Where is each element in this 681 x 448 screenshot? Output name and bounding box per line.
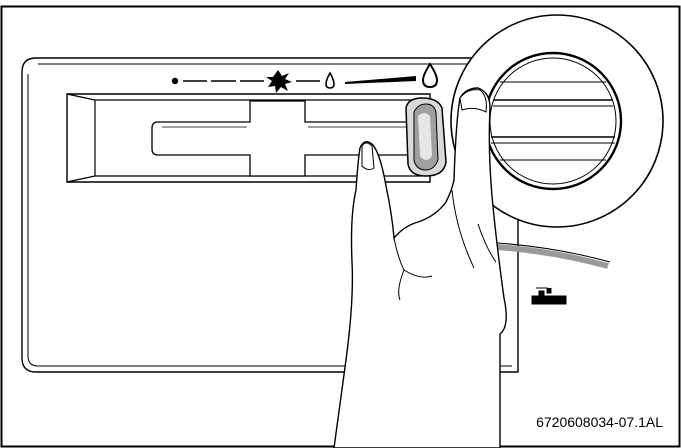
large-flame-icon [421, 62, 439, 89]
hot-water-scale-arc-edge [483, 241, 611, 263]
hand-knuckle-crease [393, 237, 433, 301]
hot-water-tap-icon [531, 287, 567, 305]
hand-thumbnail [361, 142, 375, 171]
hot-water-scale-arc [483, 243, 609, 269]
figure-reference-code: 6720608034-07.1AL [536, 414, 663, 430]
rotary-dial-face [489, 57, 617, 185]
scale-wedge [345, 76, 416, 84]
control-panel-inner-edge [27, 63, 512, 367]
hand-fingernail [459, 89, 487, 113]
hand-illustration [333, 87, 507, 448]
hand-finger-crease [451, 189, 497, 269]
small-flame-icon [325, 71, 335, 89]
frost-protection-icon [266, 70, 292, 93]
dot-min-icon [171, 77, 179, 85]
slider-knob[interactable] [405, 97, 447, 177]
